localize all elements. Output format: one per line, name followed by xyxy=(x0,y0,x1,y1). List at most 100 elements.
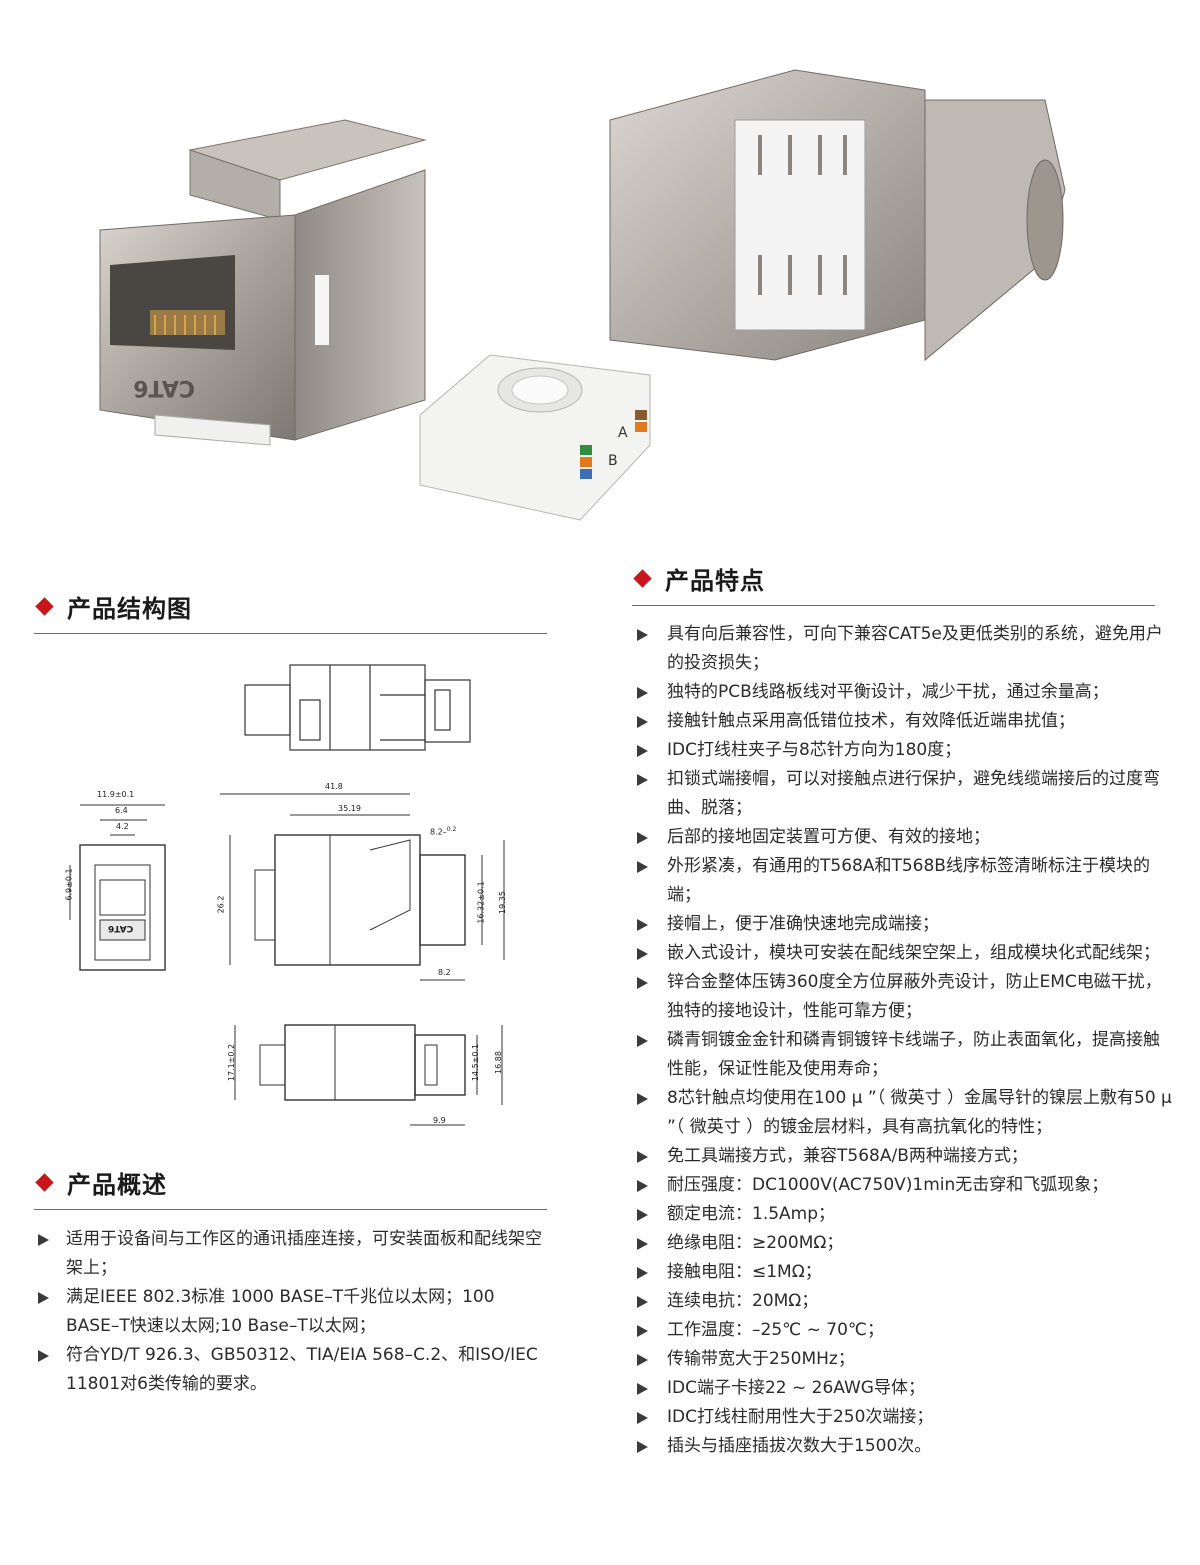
list-item: 工作温度：–25℃ ~ 70℃； xyxy=(637,1316,1172,1345)
dim-side-tail-value: 8.2– xyxy=(430,827,447,837)
bullet-triangle-icon xyxy=(637,687,648,699)
bullet-triangle-icon xyxy=(637,977,648,989)
section-title: 产品特点 xyxy=(665,567,765,595)
divider xyxy=(34,633,547,634)
dim-bottom-h: 17.1±0.2 xyxy=(227,1043,237,1082)
dim-bottom-inner-h: 14.5±0.1 xyxy=(471,1043,481,1082)
dim-side-outer-h: 19.35 xyxy=(497,891,507,914)
bullet-triangle-icon xyxy=(637,1093,648,1105)
bullet-triangle-icon xyxy=(637,1383,648,1395)
bullet-triangle-icon xyxy=(637,948,648,960)
list-item-text: 具有向后兼容性，可向下兼容CAT5e及更低类别的系统，避免用户的投资损失； xyxy=(667,624,1163,673)
dim-front-inner: 6.4 xyxy=(115,806,128,815)
list-item: IDC打线柱耐用性大于250次端接； xyxy=(637,1403,1172,1432)
bullet-triangle-icon xyxy=(637,1238,648,1250)
list-item-text: IDC打线柱夹子与8芯针方向为180度； xyxy=(667,740,962,760)
bullet-triangle-icon xyxy=(38,1234,49,1246)
list-item-text: 耐压强度：DC1000V(AC750V)1min无击穿和飞弧现象； xyxy=(667,1175,1109,1195)
list-item: 耐压强度：DC1000V(AC750V)1min无击穿和飞弧现象； xyxy=(637,1171,1172,1200)
list-item: 嵌入式设计，模块可安装在配线架空架上，组成模块化式配线架； xyxy=(637,939,1172,968)
list-item-text: 嵌入式设计，模块可安装在配线架空架上，组成模块化式配线架； xyxy=(667,943,1160,963)
diamond-icon xyxy=(35,597,54,616)
bullet-triangle-icon xyxy=(637,1180,648,1192)
bullet-triangle-icon xyxy=(637,861,648,873)
dim-side-inner-h: 16.32±0.1 xyxy=(476,881,486,924)
drawing-top-view xyxy=(240,660,480,760)
section-header-structure: 产品结构图 xyxy=(34,589,192,624)
bullet-triangle-icon xyxy=(637,716,648,728)
list-item: 免工具端接方式，兼容T568A/B两种端接方式； xyxy=(637,1142,1172,1171)
dim-side-tail: 8.2–0.2 xyxy=(430,826,456,837)
dim-front-label: CAT6 xyxy=(108,923,134,933)
dim-front-height: 6.9±0.1 xyxy=(64,868,74,901)
diamond-icon xyxy=(633,569,652,588)
list-item-text: 插头与插座插拔次数大于1500次。 xyxy=(667,1436,932,1456)
list-item-text: 传输带宽大于250MHz； xyxy=(667,1349,855,1369)
bullet-triangle-icon xyxy=(637,1267,648,1279)
bullet-triangle-icon xyxy=(637,1035,648,1047)
section-header-features: 产品特点 xyxy=(632,561,765,596)
drawing-bottom-view: 17.1±0.2 14.5±0.1 16.88 9.9 xyxy=(225,1020,525,1135)
wiring-label-a: A xyxy=(618,425,628,441)
list-item: 后部的接地固定装置可方便、有效的接地； xyxy=(637,823,1172,852)
dim-side-height: 26.2 xyxy=(216,895,226,914)
dim-front-small: 4.2 xyxy=(116,822,129,831)
list-item: 接帽上，便于准确快速地完成端接； xyxy=(637,910,1172,939)
list-item-text: 绝缘电阻：≥200MΩ； xyxy=(667,1233,844,1253)
bullet-triangle-icon xyxy=(637,1354,648,1366)
drawing-front-view: 11.9±0.1 6.4 4.2 6.9±0.1 CAT6 xyxy=(55,785,190,985)
bullet-triangle-icon xyxy=(637,745,648,757)
bullet-triangle-icon xyxy=(637,919,648,931)
section-title: 产品概述 xyxy=(67,1171,167,1199)
divider xyxy=(632,605,1155,606)
dim-bottom-outer-h: 16.88 xyxy=(493,1051,503,1074)
list-item: 符合YD/T 926.3、GB50312、TIA/EIA 568–C.2、和IS… xyxy=(38,1341,548,1399)
list-item-text: 适用于设备间与工作区的通讯插座连接，可安装面板和配线架空架上； xyxy=(66,1229,542,1278)
list-item-text: 外形紧凑，有通用的T568A和T568B线序标签清晰标注于模块的端； xyxy=(667,856,1150,905)
list-item-text: 独特的PCB线路板线对平衡设计，减少干扰，通过余量高； xyxy=(667,682,1109,702)
product-photo-open xyxy=(605,60,1075,380)
product-photo-front: CAT6 xyxy=(95,110,445,460)
bullet-triangle-icon xyxy=(637,832,648,844)
list-item: IDC端子卡接22 ~ 26AWG导体； xyxy=(637,1374,1172,1403)
list-item-text: 锌合金整体压铸360度全方位屏蔽外壳设计，防止EMC电磁干扰，独特的接地设计，性… xyxy=(667,972,1162,1021)
list-item-text: 8芯针触点均使用在100 μ ”（ 微英寸 ）金属导针的镍层上敷有50 μ ”（… xyxy=(667,1088,1172,1137)
list-item: 绝缘电阻：≥200MΩ； xyxy=(637,1229,1172,1258)
list-item-text: 符合YD/T 926.3、GB50312、TIA/EIA 568–C.2、和IS… xyxy=(66,1345,538,1394)
list-item-text: 后部的接地固定装置可方便、有效的接地； xyxy=(667,827,990,847)
list-item: 接触针触点采用高低错位技术，有效降低近端串扰值； xyxy=(637,707,1172,736)
bullet-triangle-icon xyxy=(637,1325,648,1337)
list-item-text: 接触针触点采用高低错位技术，有效降低近端串扰值； xyxy=(667,711,1075,731)
list-item: 适用于设备间与工作区的通讯插座连接，可安装面板和配线架空架上； xyxy=(38,1225,548,1283)
list-item: 锌合金整体压铸360度全方位屏蔽外壳设计，防止EMC电磁干扰，独特的接地设计，性… xyxy=(637,968,1172,1026)
list-item-text: 扣锁式端接帽，可以对接触点进行保护，避免线缆端接后的过度弯曲、脱落； xyxy=(667,769,1160,818)
list-item: 传输带宽大于250MHz； xyxy=(637,1345,1172,1374)
drawing-side-view: 41.8 35.19 8.2–0.2 26.2 16.32±0.1 19.35 … xyxy=(200,780,540,990)
dim-side-len: 35.19 xyxy=(338,804,361,813)
list-item: 连续电抗：20MΩ； xyxy=(637,1287,1172,1316)
list-item: IDC打线柱夹子与8芯针方向为180度； xyxy=(637,736,1172,765)
list-item-text: 接帽上，便于准确快速地完成端接； xyxy=(667,914,939,934)
dim-side-tail-tol: 0.2 xyxy=(446,826,457,833)
list-item: 具有向后兼容性，可向下兼容CAT5e及更低类别的系统，避免用户的投资损失； xyxy=(637,620,1172,678)
list-item: 接触电阻：≤1MΩ； xyxy=(637,1258,1172,1287)
dim-bottom-w: 9.9 xyxy=(433,1116,446,1125)
bullet-triangle-icon xyxy=(637,1296,648,1308)
list-item-text: 磷青铜镀金金针和磷青铜镀锌卡线端子，防止表面氧化，提高接触性能，保证性能及使用寿… xyxy=(667,1030,1160,1079)
list-item: 8芯针触点均使用在100 μ ”（ 微英寸 ）金属导针的镍层上敷有50 μ ”（… xyxy=(637,1084,1172,1142)
list-item-text: 额定电流：1.5Amp； xyxy=(667,1204,836,1224)
bullet-triangle-icon xyxy=(637,1412,648,1424)
bullet-triangle-icon xyxy=(637,1441,648,1453)
divider xyxy=(34,1209,547,1210)
list-item: 磷青铜镀金金针和磷青铜镀锌卡线端子，防止表面氧化，提高接触性能，保证性能及使用寿… xyxy=(637,1026,1172,1084)
section-title: 产品结构图 xyxy=(67,595,192,623)
diamond-icon xyxy=(35,1173,54,1192)
overview-list: 适用于设备间与工作区的通讯插座连接，可安装面板和配线架空架上； 满足IEEE 80… xyxy=(38,1225,548,1399)
bullet-triangle-icon xyxy=(38,1292,49,1304)
list-item-text: 满足IEEE 802.3标准 1000 BASE–T千兆位以太网；100 BAS… xyxy=(66,1287,495,1336)
dim-side-total-len: 41.8 xyxy=(325,782,343,791)
list-item: 额定电流：1.5Amp； xyxy=(637,1200,1172,1229)
dim-side-bottom: 8.2 xyxy=(438,968,451,977)
wiring-label-b: B xyxy=(608,453,618,469)
dim-front-width: 11.9±0.1 xyxy=(97,790,135,799)
